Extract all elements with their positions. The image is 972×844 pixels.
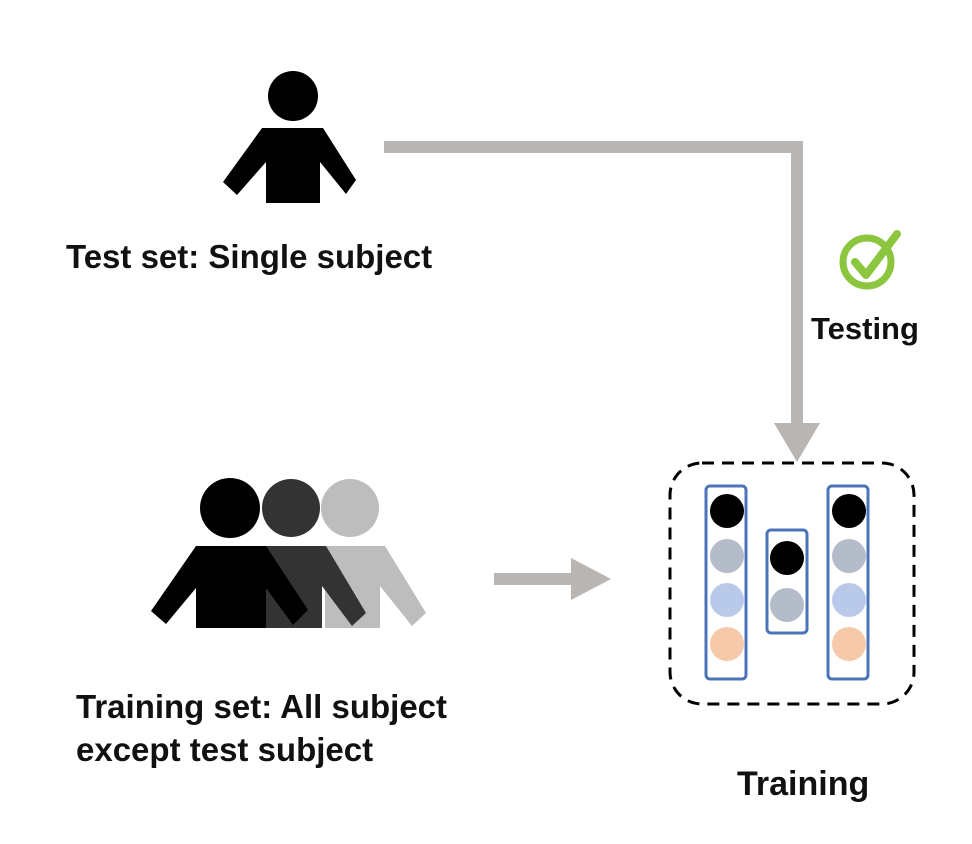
left-layer-column: [704, 484, 748, 681]
testing-label: Testing: [811, 311, 919, 346]
test-subject-person-icon: [223, 71, 356, 203]
middle-layer-column: [765, 528, 809, 635]
check-icon: [839, 230, 901, 290]
model-dashed-border: [668, 461, 916, 706]
model-icon: [668, 461, 916, 706]
test-set-label: Test set: Single subject: [66, 238, 432, 275]
right-layer-column: [826, 484, 870, 681]
testing-arrow: [384, 141, 820, 462]
training-set-label-line1: Training set: All subject: [76, 688, 447, 725]
training-set-label-line2: except test subject: [76, 731, 373, 768]
training-group-icon: [151, 478, 426, 628]
front-person-icon: [151, 478, 308, 628]
training-label: Training: [737, 765, 869, 803]
back-person-icon: [315, 479, 426, 628]
training-arrow: [494, 558, 611, 600]
